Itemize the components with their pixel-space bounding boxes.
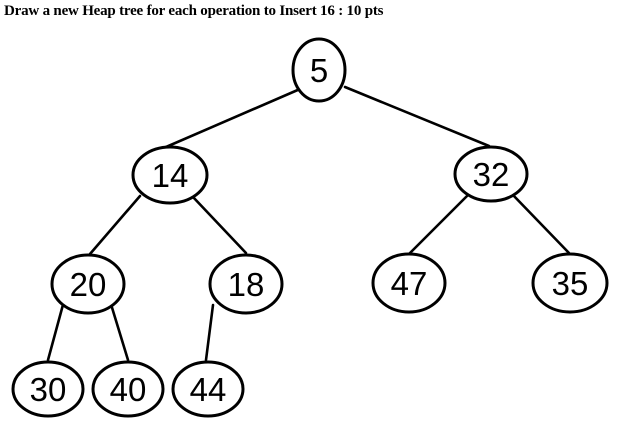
tree-node-44: 44 bbox=[171, 360, 245, 418]
tree-node-40: 40 bbox=[91, 360, 165, 418]
tree-node-14: 14 bbox=[131, 145, 209, 205]
tree-edge-32-47 bbox=[407, 193, 470, 256]
tree-edge-20-30 bbox=[46, 299, 66, 362]
tree-node-ellipse-47 bbox=[371, 252, 447, 314]
tree-node-47: 47 bbox=[371, 252, 447, 314]
tree-node-label-5: 5 bbox=[310, 52, 328, 89]
tree-node-label-30: 30 bbox=[30, 371, 67, 408]
tree-node-32: 32 bbox=[453, 145, 529, 203]
tree-node-ellipse-40 bbox=[91, 360, 165, 418]
tree-edge-5-14 bbox=[164, 87, 302, 149]
tree-node-label-18: 18 bbox=[228, 266, 265, 303]
tree-node-label-35: 35 bbox=[552, 265, 589, 302]
tree-edge-18-44 bbox=[204, 303, 215, 362]
tree-node-label-47: 47 bbox=[391, 265, 428, 302]
question-title: Draw a new Heap tree for each operation … bbox=[4, 3, 384, 19]
tree-node-label-32: 32 bbox=[473, 156, 510, 193]
tree-node-5: 5 bbox=[291, 37, 347, 103]
tree-node-ellipse-20 bbox=[50, 253, 126, 315]
tree-edge-20-40 bbox=[108, 299, 130, 362]
tree-node-ellipse-14 bbox=[131, 145, 209, 205]
tree-node-35: 35 bbox=[531, 252, 609, 314]
tree-edge-5-32 bbox=[343, 85, 491, 148]
tree-node-label-20: 20 bbox=[70, 266, 107, 303]
tree-node-label-40: 40 bbox=[110, 371, 147, 408]
tree-node-ellipse-5 bbox=[291, 37, 347, 103]
tree-node-20: 20 bbox=[50, 253, 126, 315]
tree-node-ellipse-35 bbox=[531, 252, 609, 314]
tree-node-ellipse-18 bbox=[208, 253, 284, 315]
tree-edge-32-35 bbox=[510, 192, 571, 255]
tree-node-ellipse-44 bbox=[171, 360, 245, 418]
tree-node-label-44: 44 bbox=[190, 371, 227, 408]
tree-node-30: 30 bbox=[11, 360, 85, 418]
tree-edge-14-20 bbox=[88, 194, 142, 256]
tree-node-label-14: 14 bbox=[152, 157, 189, 194]
tree-node-ellipse-32 bbox=[453, 145, 529, 203]
tree-edge-14-18 bbox=[191, 195, 248, 255]
tree-node-ellipse-30 bbox=[11, 360, 85, 418]
tree-node-18: 18 bbox=[208, 253, 284, 315]
